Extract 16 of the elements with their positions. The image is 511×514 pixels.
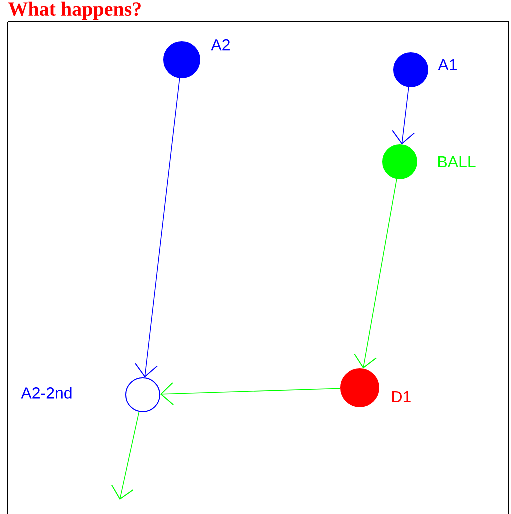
node-label: BALL (438, 156, 476, 168)
node-label: D1 (392, 392, 411, 402)
node-label: A2-2nd (21, 387, 72, 399)
arrow (135, 78, 180, 378)
node-label: A2 (211, 39, 230, 51)
circle-marker (340, 368, 380, 408)
circle-marker (164, 42, 200, 78)
arrow (392, 86, 415, 145)
arrow (354, 178, 398, 369)
title: What happens? (8, 2, 141, 20)
circle-marker (126, 378, 160, 412)
node-label: A1 (438, 60, 457, 70)
arrow (111, 412, 140, 500)
circle-marker (394, 52, 428, 88)
circle-marker (382, 144, 418, 180)
arrow (160, 382, 341, 406)
